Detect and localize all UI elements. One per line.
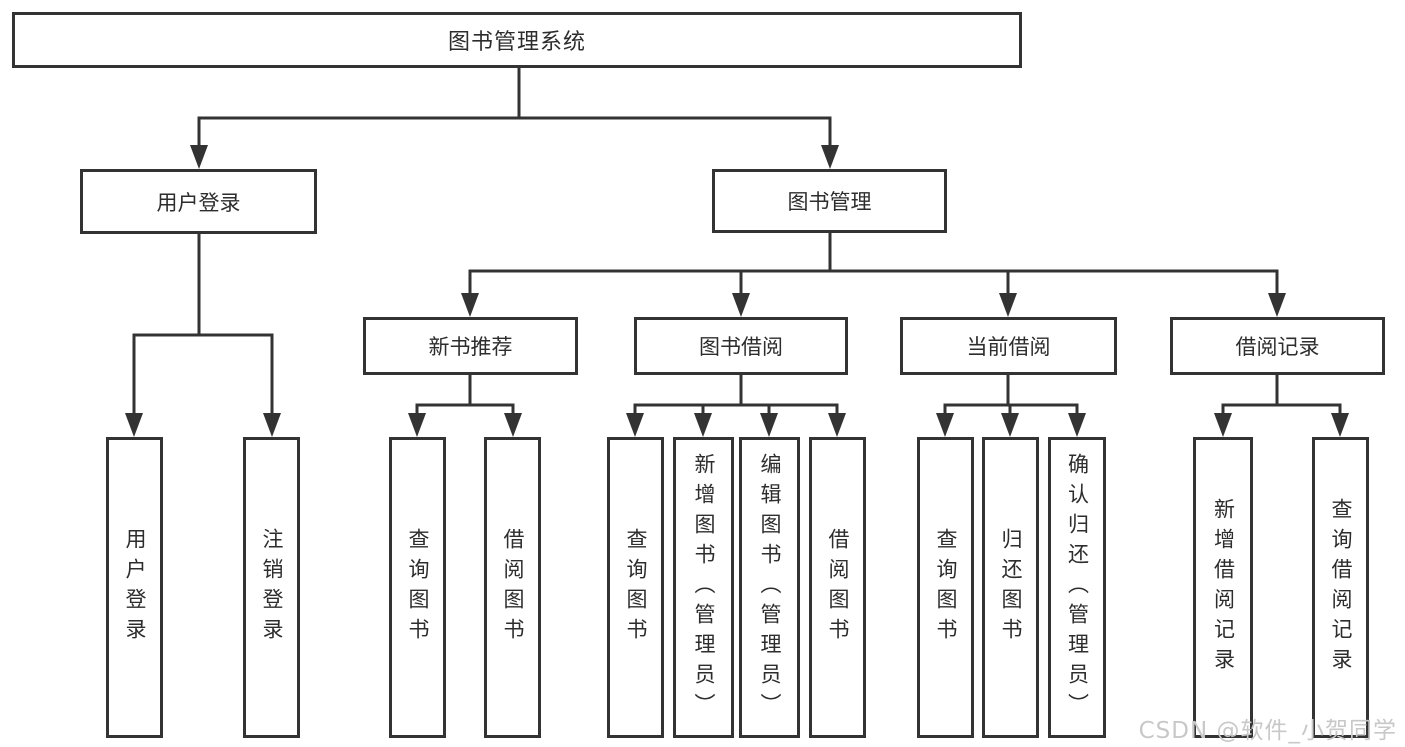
- arrow-down-book-mgmt: [821, 145, 839, 169]
- leaf-br-query-record-label: 查询借阅记录: [1329, 497, 1353, 678]
- node-borrow-record-label: 借阅记录: [1235, 335, 1320, 359]
- node-root-label: 图书管理系统: [447, 30, 586, 55]
- connector-root-branch: [197, 116, 832, 151]
- leaf-nb-query-books: 查询图书: [389, 437, 446, 738]
- leaf-user-login-label: 用户登录: [123, 527, 147, 648]
- node-new-book-rec-label: 新书推荐: [428, 335, 513, 359]
- arrow-down-bb-add: [694, 413, 712, 437]
- arrow-down-record: [1268, 293, 1286, 317]
- arrow-down-cb-return: [1001, 413, 1019, 437]
- node-root: 图书管理系统: [12, 12, 1022, 68]
- connector-new-book-branch: [415, 403, 515, 419]
- arrow-down-br-add: [1214, 413, 1232, 437]
- connector-book-mgmt-branch: [468, 269, 1279, 299]
- arrow-down-br-query: [1331, 413, 1349, 437]
- arrow-down-current: [999, 293, 1017, 317]
- leaf-logout-label: 注销登录: [260, 527, 284, 648]
- node-new-book-rec: 新书推荐: [363, 317, 578, 375]
- connector-book-borrow-branch: [633, 403, 839, 419]
- arrow-down-user-login: [190, 145, 208, 169]
- leaf-bb-add-books-admin: 新增图书（管理员）: [673, 437, 734, 738]
- leaf-cb-return-books: 归还图书: [982, 437, 1039, 738]
- arrow-down-cb-query: [936, 413, 954, 437]
- leaf-nb-query-books-label: 查询图书: [406, 527, 430, 648]
- leaf-cb-return-books-label: 归还图书: [999, 527, 1023, 648]
- arrow-down-bb-query: [626, 413, 644, 437]
- arrow-down-bb-edit: [760, 413, 778, 437]
- arrow-down-leaf-user: [125, 413, 143, 437]
- arrow-down-leaf-logout: [263, 413, 281, 437]
- leaf-cb-confirm-return-admin: 确认归还（管理员）: [1048, 437, 1106, 738]
- leaf-bb-borrow-books-label: 借阅图书: [826, 527, 850, 648]
- leaf-logout: 注销登录: [243, 437, 300, 738]
- node-borrow-record: 借阅记录: [1170, 317, 1385, 375]
- leaf-cb-query-books-label: 查询图书: [934, 527, 958, 648]
- leaf-br-query-record: 查询借阅记录: [1312, 437, 1369, 738]
- leaf-cb-confirm-return-admin-label: 确认归还（管理员）: [1065, 452, 1090, 723]
- connector-record-branch: [1221, 403, 1342, 419]
- leaf-br-add-record-label: 新增借阅记录: [1211, 497, 1236, 678]
- arrow-down-new-book: [461, 293, 479, 317]
- csdn-watermark: CSDN @软件_小贺同学: [1138, 718, 1397, 744]
- node-user-login-label: 用户登录: [156, 190, 241, 215]
- arrow-down-nb-borrow: [504, 413, 522, 437]
- node-book-mgmt: 图书管理: [712, 169, 947, 233]
- leaf-nb-borrow-books: 借阅图书: [484, 437, 541, 738]
- connector-user-login-branch: [132, 333, 274, 419]
- leaf-bb-borrow-books: 借阅图书: [809, 437, 866, 738]
- leaf-cb-query-books: 查询图书: [917, 437, 974, 738]
- leaf-bb-add-books-admin-label: 新增图书（管理员）: [692, 452, 716, 723]
- node-user-login: 用户登录: [80, 169, 317, 234]
- leaf-user-login: 用户登录: [106, 437, 163, 738]
- connector-book-mgmt-stubs: [739, 271, 1010, 299]
- leaf-br-add-record: 新增借阅记录: [1193, 437, 1253, 738]
- leaf-bb-edit-books-admin-label: 编辑图书（管理员）: [758, 452, 782, 723]
- leaf-bb-edit-books-admin: 编辑图书（管理员）: [739, 437, 800, 738]
- arrow-down-bb-borrow: [828, 413, 846, 437]
- arrow-down-cb-confirm: [1068, 413, 1086, 437]
- node-book-borrow-label: 图书借阅: [699, 335, 783, 359]
- node-current-borrow: 当前借阅: [900, 317, 1117, 375]
- leaf-bb-query-books-label: 查询图书: [624, 527, 648, 648]
- node-book-mgmt-label: 图书管理: [787, 190, 872, 214]
- leaf-bb-query-books: 查询图书: [607, 437, 664, 738]
- connector-book-borrow-stubs: [701, 405, 771, 419]
- leaf-nb-borrow-books-label: 借阅图书: [501, 527, 525, 648]
- node-current-borrow-label: 当前借阅: [966, 335, 1051, 359]
- node-book-borrow: 图书借阅: [634, 317, 848, 375]
- arrow-down-nb-query: [408, 413, 426, 437]
- arrow-down-book-borrow: [732, 293, 750, 317]
